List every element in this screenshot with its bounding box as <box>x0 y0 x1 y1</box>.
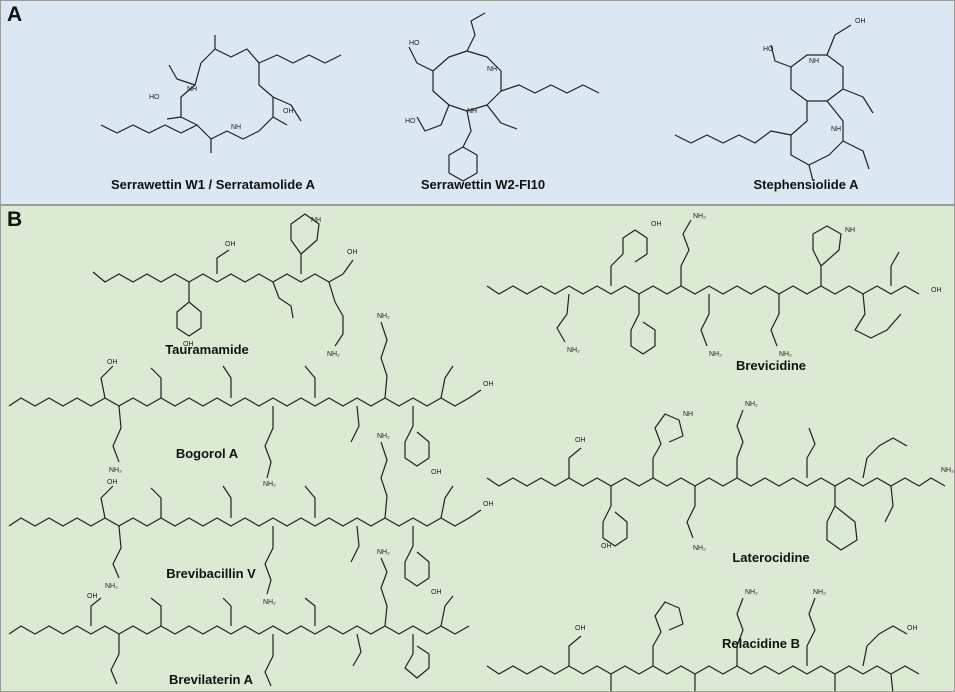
structure-serrawettin-w1 <box>100 35 342 153</box>
atom-label: NH₂ <box>779 351 792 358</box>
atom-label: OH <box>431 589 442 596</box>
atom-label: NH <box>683 411 693 418</box>
structure-relacidine-b <box>486 597 920 691</box>
atom-label: OH <box>107 479 118 486</box>
atom-label: NH₂ <box>109 467 122 474</box>
compound-label-laterocidine: Laterocidine <box>732 550 810 565</box>
atom-label: NH₂ <box>377 313 390 320</box>
panel-b-structures: OH OH OH NH NH₂ OH NH₂ NH₂ NH₂ OH OH OH … <box>8 213 954 691</box>
atom-label: NH₂ <box>693 213 706 220</box>
compound-label-bogorol-a: Bogorol A <box>175 446 239 461</box>
atom-label: OH <box>225 241 236 248</box>
compound-label-tauramamide: Tauramamide <box>165 342 249 357</box>
compound-label-serrawettin-w2: Serrawettin W2-FI10 <box>420 177 546 192</box>
atom-label: NH₂ <box>813 589 826 596</box>
atom-label: HO <box>149 94 160 101</box>
compound-label-stephensiolide-a: Stephensiolide A <box>753 177 859 192</box>
atom-label: OH <box>483 381 494 388</box>
atom-label: OH <box>483 501 494 508</box>
structure-tauramamide <box>92 213 354 347</box>
structure-laterocidine <box>486 409 946 551</box>
atom-label: OH <box>347 249 358 256</box>
structure-serrawettin-w2 <box>408 12 600 182</box>
structure-bogorol-a <box>8 321 482 479</box>
structure-stephensiolide-a <box>674 24 874 182</box>
atom-label: OH <box>575 437 586 444</box>
compound-label-brevibacillin-v: Brevibacillin V <box>166 566 256 581</box>
atom-label: OH <box>601 543 612 550</box>
compound-label-brevicidine: Brevicidine <box>735 358 807 373</box>
compound-label-serrawettin-w1: Serrawettin W1 / Serratamolide A <box>111 177 315 192</box>
atom-label: NH <box>845 227 855 234</box>
compound-label-brevilaterin-a: Brevilaterin A <box>168 672 254 687</box>
atom-label: OH <box>431 469 442 476</box>
panel-b: B <box>0 205 955 692</box>
atom-label: OH <box>931 287 942 294</box>
atom-label: NH <box>831 126 841 133</box>
atom-label: NH₂ <box>377 433 390 440</box>
atom-label: OH <box>651 221 662 228</box>
atom-label: NH₂ <box>105 583 118 590</box>
atom-label: HO <box>405 118 416 125</box>
atom-label: OH <box>107 359 118 366</box>
atom-label: NH₂ <box>327 351 340 358</box>
structure-brevibacillin-v <box>8 441 482 595</box>
structure-brevilaterin-a <box>8 557 470 687</box>
atom-label: NH₂ <box>263 481 276 488</box>
compound-label-relacidine-b: Relacidine B <box>721 636 801 651</box>
panel-b-letter: B <box>7 208 23 231</box>
atom-label: NH <box>809 58 819 65</box>
atom-label: OH <box>87 593 98 600</box>
atom-label: HO <box>763 46 774 53</box>
atom-label: NH₂ <box>263 599 276 606</box>
panel-a-structures: HO OH NH NH HO HO NH NH HO OH NH NH <box>100 12 874 182</box>
atom-label: OH <box>183 341 194 348</box>
atom-label: OH <box>283 108 294 115</box>
atom-label: OH <box>575 625 586 632</box>
atom-label: HO <box>409 40 420 47</box>
atom-label: NH₂ <box>709 351 722 358</box>
atom-label: NH <box>467 108 477 115</box>
structure-brevicidine <box>486 219 920 355</box>
atom-label: NH <box>187 86 197 93</box>
panel-a-letter: A <box>7 3 23 26</box>
atom-label: NH <box>231 124 241 131</box>
atom-label: OH <box>907 625 918 632</box>
atom-label: NH <box>311 217 321 224</box>
panel-a: A <box>0 0 955 205</box>
atom-label: NH₂ <box>745 401 758 408</box>
atom-label: NH₂ <box>567 347 580 354</box>
atom-label: NH₂ <box>377 549 390 556</box>
atom-label: OH <box>855 18 866 25</box>
atom-label: NH₂ <box>745 589 758 596</box>
atom-label: NH₂ <box>693 545 706 552</box>
atom-label: NH <box>487 66 497 73</box>
atom-label: NH₂ <box>941 467 954 474</box>
